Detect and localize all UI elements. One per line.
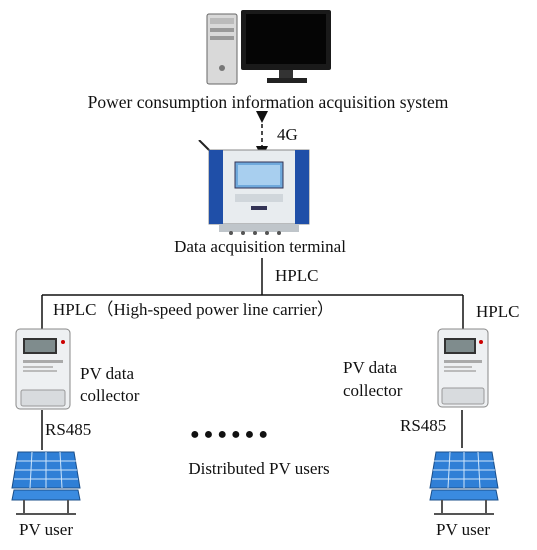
right-meter-icon (437, 328, 489, 408)
left-collector-line1: PV data (80, 364, 134, 383)
left-meter-icon (15, 328, 71, 410)
computer-icon (206, 10, 331, 85)
right-solar-panel-icon (429, 451, 499, 515)
hplc-top-label: HPLC (275, 266, 319, 285)
hplc-right-label: HPLC (476, 302, 520, 321)
left-collector-line2: collector (80, 386, 140, 405)
system-label: Power consumption information acquisitio… (87, 92, 449, 112)
right-collector-line1: PV data (343, 358, 397, 377)
left-user-label: PV user (19, 520, 73, 539)
link-4g-label: 4G (277, 125, 298, 144)
ellipsis-dots: ● ● ● ● ● ● (190, 426, 268, 443)
right-user-label: PV user (436, 520, 490, 539)
terminal-label: Data acquisition terminal (174, 237, 346, 256)
terminal-device-icon (198, 140, 310, 235)
left-rs485-label: RS485 (45, 420, 92, 439)
right-rs485-label: RS485 (400, 416, 447, 435)
distributed-users-label: Distributed PV users (188, 459, 330, 478)
right-collector-line2: collector (343, 381, 403, 400)
left-solar-panel-icon (11, 451, 81, 515)
hplc-full-label: HPLC（High-speed power line carrier） (53, 300, 334, 319)
